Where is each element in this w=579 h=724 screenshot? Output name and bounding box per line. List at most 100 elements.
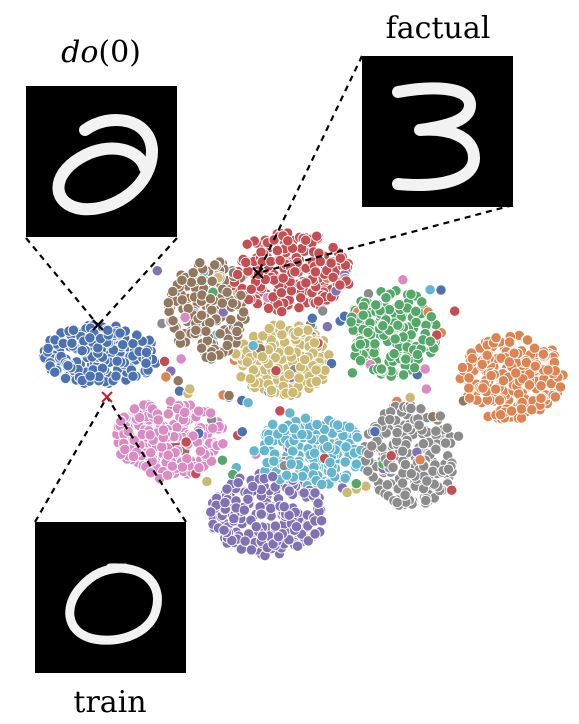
scatter-point — [332, 419, 344, 431]
scatter-point — [276, 305, 288, 318]
scatter-point — [404, 391, 416, 404]
scatter-point — [207, 422, 219, 434]
scatter-point — [523, 379, 536, 391]
scatter-point — [283, 509, 295, 521]
scatter-point — [354, 338, 366, 350]
scatter-point — [270, 365, 282, 377]
scatter-point — [411, 348, 424, 361]
scatter-point — [346, 367, 359, 379]
scatter-point — [49, 366, 61, 378]
scatter-point — [179, 311, 191, 324]
scatter-point — [287, 445, 299, 457]
scatter-point — [405, 402, 417, 415]
scatter-point — [350, 458, 363, 470]
scatter-point — [283, 345, 295, 357]
scatter-point — [327, 241, 339, 254]
scatter-point — [255, 508, 267, 520]
scatter-point — [244, 373, 257, 385]
scatter-point — [315, 515, 328, 527]
scatter-point — [248, 445, 260, 457]
scatter-point — [362, 326, 374, 339]
scatter-point — [250, 521, 262, 533]
connector-lines — [25, 55, 514, 523]
scatter-point — [288, 423, 300, 435]
scatter-point — [283, 369, 295, 381]
scatter-point — [240, 256, 252, 269]
factual-connector-left — [257, 55, 363, 274]
scatter-point — [162, 408, 174, 420]
scatter-point — [205, 407, 217, 419]
scatter-point — [528, 342, 541, 354]
scatter-point — [321, 320, 334, 333]
scatter-point — [223, 389, 235, 402]
scatter-point — [226, 534, 238, 547]
scatter-point — [185, 276, 198, 288]
scatter-point — [289, 266, 301, 278]
scatter-point — [278, 501, 290, 513]
scatter-point — [325, 466, 338, 479]
scatter-point — [497, 375, 510, 387]
embedding-scatter — [37, 227, 569, 562]
scatter-point — [325, 257, 337, 269]
scatter-point — [419, 363, 431, 375]
scatter-point — [410, 316, 422, 329]
thumbnail-train — [35, 522, 186, 673]
scatter-point — [200, 325, 212, 337]
train-label: train — [73, 685, 146, 720]
scatter-point — [441, 422, 453, 434]
scatter-point — [194, 445, 207, 457]
scatter-point — [206, 275, 218, 287]
scatter-point — [327, 271, 339, 283]
scatter-point — [282, 235, 294, 247]
scatter-point — [309, 528, 321, 540]
scatter-point — [102, 324, 114, 336]
scatter-point — [344, 421, 356, 433]
do0-cross — [92, 319, 104, 331]
scatter-point — [302, 324, 314, 336]
digit-three-stroke — [392, 82, 480, 191]
scatter-point — [503, 336, 516, 348]
scatter-point — [466, 352, 478, 365]
scatter-point — [400, 353, 412, 365]
scatter-point — [172, 375, 184, 387]
scatter-point — [293, 302, 305, 314]
scatter-point — [370, 299, 382, 311]
scatter-point — [298, 487, 310, 499]
scatter-point — [362, 465, 374, 477]
scatter-point — [216, 454, 229, 466]
scatter-point — [232, 477, 244, 489]
scatter-point — [481, 349, 493, 361]
scatter-point — [310, 375, 322, 388]
scatter-point — [309, 266, 322, 278]
scatter-point — [295, 292, 307, 304]
scatter-point — [238, 504, 250, 516]
scatter-point — [158, 355, 171, 368]
scatter-point — [393, 298, 405, 311]
scatter-point — [463, 392, 476, 404]
scatter-point — [300, 234, 312, 246]
factual-cross — [252, 267, 264, 279]
scatter-point — [66, 337, 78, 349]
scatter-point — [430, 425, 442, 437]
scatter-point — [324, 456, 336, 469]
scatter-point — [334, 252, 347, 264]
scatter-point — [245, 544, 258, 556]
scatter-point — [205, 506, 217, 518]
scatter-point — [205, 351, 218, 363]
scatter-point — [554, 381, 567, 393]
scatter-point — [311, 230, 323, 242]
scatter-point — [526, 404, 538, 416]
scatter-point — [505, 405, 518, 417]
scatter-point — [452, 430, 465, 442]
scatter-point — [442, 463, 455, 475]
scatter-point — [381, 479, 394, 491]
scatter-point — [216, 297, 228, 309]
scatter-point — [275, 287, 288, 299]
scatter-point — [413, 419, 425, 431]
scatter-point — [245, 283, 257, 295]
thumbnail-do0 — [26, 86, 177, 237]
scatter-point — [205, 455, 218, 467]
scatter-point — [204, 293, 217, 305]
scatter-point — [485, 369, 497, 382]
